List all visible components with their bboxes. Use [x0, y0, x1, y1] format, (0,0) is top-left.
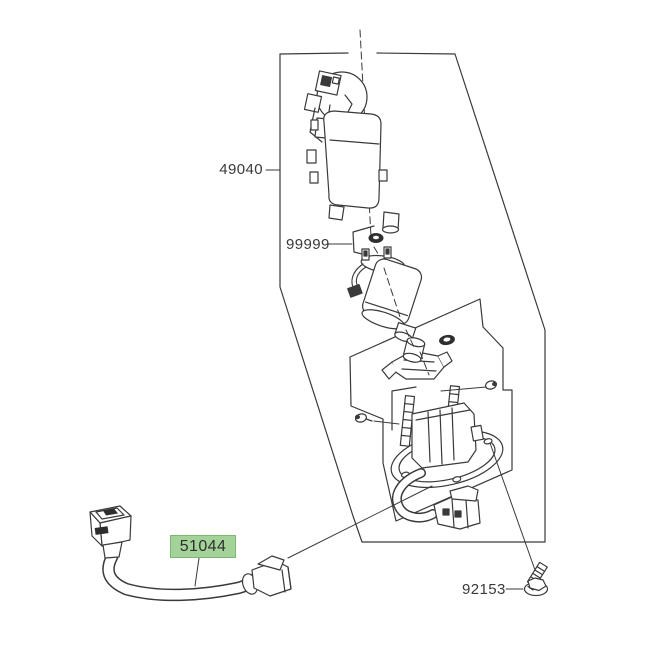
outer-frame [279, 52, 546, 543]
centerline-dashed-lower [383, 267, 402, 321]
motor-drawing [347, 246, 423, 343]
part-label-99999: 99999 [286, 236, 330, 253]
leader-lines [194, 169, 536, 590]
centerline-dashed-bracket [405, 329, 430, 376]
holder-body-drawing [411, 402, 484, 469]
o-ring-small [439, 334, 455, 346]
panel-screw-right [440, 380, 498, 392]
bolt-92153-drawing [523, 561, 549, 597]
part-label-92153: 92153 [462, 581, 506, 598]
part-label-49040: 49040 [219, 161, 263, 178]
part-label-51044-highlighted[interactable]: 51044 [170, 535, 236, 558]
inner-panel [349, 298, 513, 522]
panel-screw-left [354, 413, 400, 425]
pump-body-drawing [306, 110, 400, 234]
damper-drawing [402, 337, 426, 363]
cable-51044-drawing [89, 505, 292, 602]
pigtail-drawing [391, 468, 481, 530]
